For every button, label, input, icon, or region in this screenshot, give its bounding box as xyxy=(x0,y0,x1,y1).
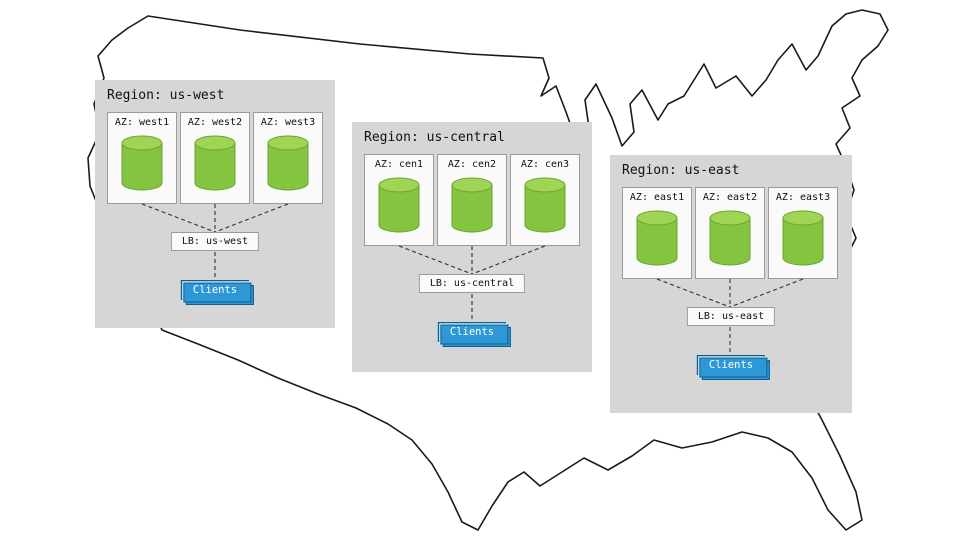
region-title: Region: us-east xyxy=(622,163,740,178)
database-cylinder-icon xyxy=(267,135,309,191)
az-label: AZ: cen1 xyxy=(374,159,424,170)
az-label: AZ: west2 xyxy=(187,117,243,128)
az-label: AZ: east1 xyxy=(629,192,685,203)
az-box: AZ: cen1 xyxy=(364,154,434,246)
load-balancer-box: LB: us-central xyxy=(418,274,526,293)
clients-box: Clients xyxy=(437,322,507,342)
region-title: Region: us-west xyxy=(107,88,225,103)
database-cylinder-icon xyxy=(782,210,824,266)
database-cylinder-icon xyxy=(378,177,420,233)
az-box: AZ: east1 xyxy=(622,187,692,279)
az-box: AZ: west1 xyxy=(107,112,177,204)
clients-box: Clients xyxy=(180,280,250,300)
az-row: AZ: east1 AZ: east2 AZ: east3 xyxy=(622,187,838,279)
region-box-us-central: Region: us-central AZ: cen1 AZ: cen2 AZ:… xyxy=(352,122,592,372)
az-box: AZ: east3 xyxy=(768,187,838,279)
clients-box: Clients xyxy=(696,355,766,375)
database-cylinder-icon xyxy=(451,177,493,233)
database-cylinder-icon xyxy=(636,210,678,266)
region-box-us-east: Region: us-east AZ: east1 AZ: east2 AZ: … xyxy=(610,155,852,413)
az-box: AZ: cen2 xyxy=(437,154,507,246)
az-label: AZ: cen2 xyxy=(447,159,497,170)
az-row: AZ: cen1 AZ: cen2 AZ: cen3 xyxy=(364,154,580,246)
az-row: AZ: west1 AZ: west2 AZ: west3 xyxy=(107,112,323,204)
region-box-us-west: Region: us-west AZ: west1 AZ: west2 AZ: … xyxy=(95,80,335,328)
az-box: AZ: west3 xyxy=(253,112,323,204)
az-box: AZ: east2 xyxy=(695,187,765,279)
database-cylinder-icon xyxy=(121,135,163,191)
az-label: AZ: east2 xyxy=(702,192,758,203)
az-label: AZ: cen3 xyxy=(520,159,570,170)
load-balancer-box: LB: us-west xyxy=(170,232,260,251)
database-cylinder-icon xyxy=(194,135,236,191)
region-title: Region: us-central xyxy=(364,130,505,145)
az-box: AZ: cen3 xyxy=(510,154,580,246)
az-label: AZ: west3 xyxy=(260,117,316,128)
az-box: AZ: west2 xyxy=(180,112,250,204)
database-cylinder-icon xyxy=(524,177,566,233)
az-label: AZ: west1 xyxy=(114,117,170,128)
load-balancer-box: LB: us-east xyxy=(686,307,776,326)
database-cylinder-icon xyxy=(709,210,751,266)
az-label: AZ: east3 xyxy=(775,192,831,203)
